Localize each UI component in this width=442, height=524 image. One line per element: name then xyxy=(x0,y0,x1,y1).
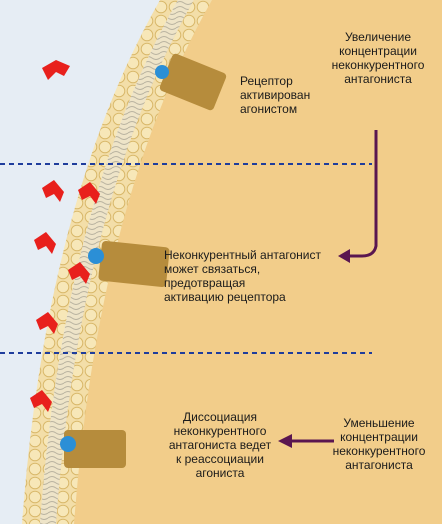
label-dissociation: Диссоциация неконкурентного антагониста … xyxy=(168,410,272,480)
label-antagonist-binds: Неконкурентный антагонист может связатьс… xyxy=(164,248,321,304)
arrow-increase xyxy=(338,130,378,263)
arrow-decrease xyxy=(278,434,334,448)
agonist-bound-bottom xyxy=(60,436,76,452)
label-receptor-activated: Рецептор активирован агонистом xyxy=(240,74,311,116)
agonist-3 xyxy=(78,182,100,204)
membrane-outer-leaflet xyxy=(22,0,178,524)
membrane-inner-leaflet xyxy=(56,0,212,524)
agonist-1 xyxy=(42,60,70,80)
membrane-core xyxy=(40,0,194,524)
agonist-bound-top xyxy=(155,65,169,79)
receptor-restored xyxy=(60,430,126,468)
label-increase-concentration: Увеличение концентрации неконкурентного … xyxy=(331,30,425,86)
receptor-blocked xyxy=(88,240,170,288)
antagonist-bound xyxy=(88,248,104,264)
agonist-5 xyxy=(68,262,90,284)
agonist-7 xyxy=(30,390,52,412)
agonist-molecules xyxy=(30,60,100,412)
label-decrease-concentration: Уменьшение концентрации неконкурентного … xyxy=(332,416,426,472)
agonist-6 xyxy=(36,312,58,334)
agonist-2 xyxy=(42,180,64,202)
agonist-4 xyxy=(34,232,56,254)
receptor-active xyxy=(155,53,227,111)
